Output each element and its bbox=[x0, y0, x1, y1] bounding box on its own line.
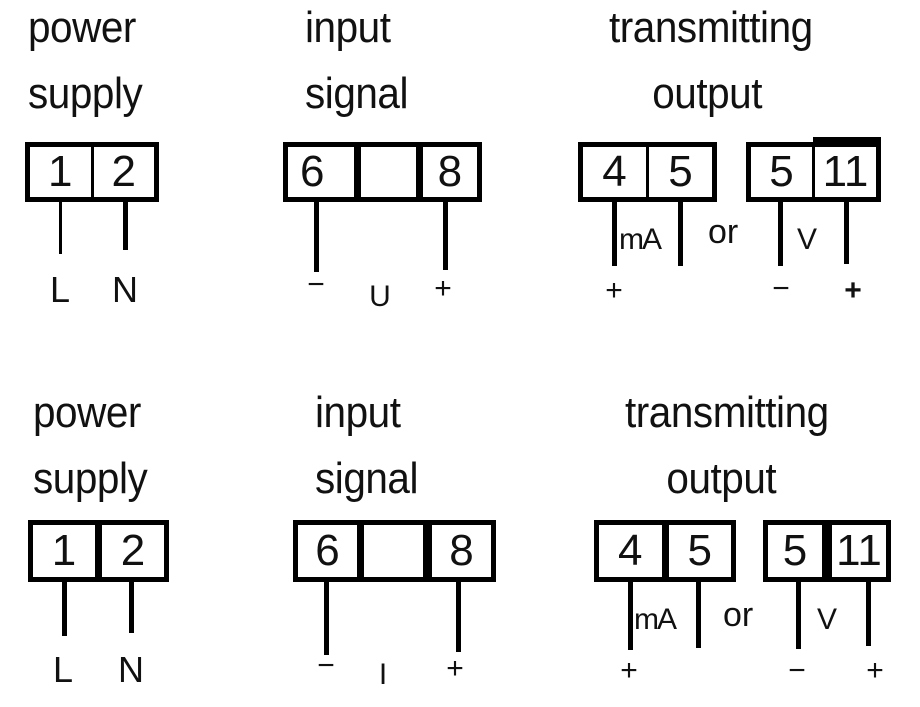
terminal-5: 5 bbox=[769, 147, 794, 196]
wire-N bbox=[129, 582, 134, 633]
or-separator: or bbox=[723, 596, 754, 634]
label-signal-I: I bbox=[378, 658, 388, 691]
input-signal-terminal-block: 6 8 bbox=[283, 142, 482, 202]
terminal-8: 8 bbox=[423, 525, 491, 577]
label-mA-positive: + bbox=[605, 274, 623, 307]
voltage-output-terminal-block: 5 11 bbox=[746, 142, 881, 202]
unit-V: V bbox=[817, 603, 838, 636]
label-N: N bbox=[112, 269, 138, 310]
terminal-1: 1 bbox=[48, 147, 73, 196]
wire-positive bbox=[443, 202, 448, 270]
power-supply-heading: power supply bbox=[28, 3, 143, 118]
terminal-1: 1 bbox=[51, 526, 77, 575]
terminal-4: 4 bbox=[602, 147, 627, 196]
wire-negative bbox=[314, 202, 319, 272]
transmitting-output-heading: transmitting output bbox=[609, 3, 813, 118]
wire-V-positive bbox=[866, 582, 871, 646]
input-signal-terminal-block: 6 8 bbox=[293, 520, 496, 582]
label-V-positive: + bbox=[844, 274, 862, 307]
terminal-11: 11 bbox=[822, 525, 886, 577]
label-V-positive: + bbox=[866, 654, 884, 687]
terminal-11: 11 bbox=[812, 147, 876, 197]
wire-L bbox=[59, 202, 62, 254]
terminal-6: 6 bbox=[315, 526, 340, 575]
terminal-5: 5 bbox=[646, 147, 712, 197]
label-V-negative: − bbox=[788, 654, 806, 687]
label-mA-positive: + bbox=[620, 654, 638, 687]
power-supply-heading: power supply bbox=[33, 388, 148, 503]
wire-negative bbox=[324, 582, 329, 655]
voltage-output-terminal-block: 5 11 bbox=[763, 520, 891, 582]
label-N: N bbox=[118, 649, 144, 690]
wire-N bbox=[123, 202, 128, 250]
wire-L bbox=[62, 582, 67, 636]
label-positive: + bbox=[446, 652, 464, 685]
wire-V-negative bbox=[796, 582, 801, 649]
wire-V-positive bbox=[844, 202, 849, 264]
wire-V-negative bbox=[778, 202, 783, 266]
input-signal-heading: input signal bbox=[315, 388, 419, 503]
terminal-8: 8 bbox=[415, 147, 477, 197]
wire-mA-positive bbox=[628, 582, 633, 650]
current-output-terminal-block: 4 5 bbox=[578, 142, 717, 202]
terminal-6: 6 bbox=[300, 147, 325, 196]
terminal-5: 5 bbox=[782, 526, 808, 575]
terminal-11-top-edge bbox=[813, 137, 881, 143]
terminal-empty bbox=[357, 525, 423, 577]
unit-mA: mA bbox=[619, 223, 662, 256]
power-supply-terminal-block: 1 2 bbox=[28, 520, 169, 582]
terminal-4: 4 bbox=[618, 526, 643, 575]
terminal-2: 2 bbox=[90, 147, 155, 197]
current-output-terminal-block: 4 5 bbox=[594, 520, 736, 582]
label-L: L bbox=[52, 649, 74, 690]
transmitting-output-heading: transmitting output bbox=[625, 388, 829, 503]
or-separator: or bbox=[708, 213, 739, 251]
terminal-5: 5 bbox=[661, 525, 732, 577]
wire-positive bbox=[456, 582, 461, 652]
label-L: L bbox=[49, 269, 71, 310]
input-signal-heading: input signal bbox=[305, 3, 409, 118]
wire-mA-positive bbox=[612, 202, 617, 266]
terminal-2: 2 bbox=[95, 525, 164, 577]
label-signal-U: U bbox=[369, 280, 391, 313]
wire-mA-negative bbox=[696, 582, 701, 648]
label-negative: − bbox=[317, 649, 335, 682]
power-supply-terminal-block: 1 2 bbox=[25, 142, 159, 202]
terminal-empty bbox=[354, 147, 415, 197]
unit-mA: mA bbox=[634, 603, 677, 636]
unit-V: V bbox=[797, 223, 818, 256]
label-V-negative: − bbox=[772, 272, 790, 305]
label-negative: − bbox=[307, 268, 325, 301]
wire-mA-negative bbox=[678, 202, 683, 266]
label-positive: + bbox=[434, 272, 452, 305]
